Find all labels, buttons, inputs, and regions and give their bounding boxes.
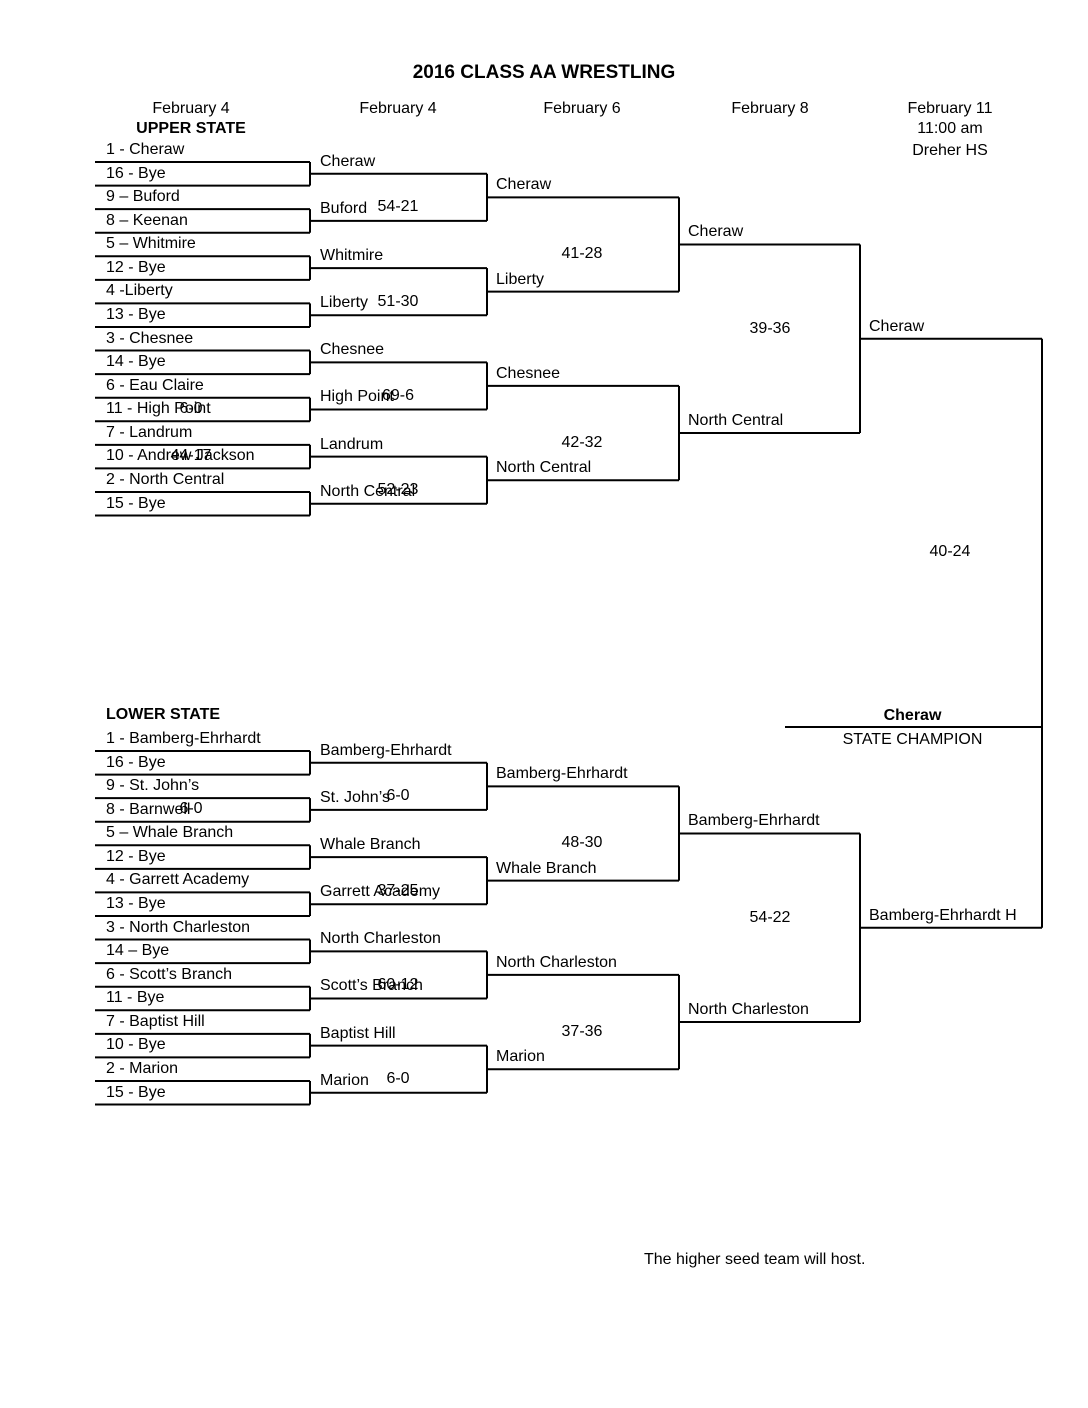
round2-winner: Garrett Academy xyxy=(320,883,441,901)
match-score: 52-23 xyxy=(377,481,419,499)
round2-winner: Liberty xyxy=(320,294,369,312)
seed-entry: 4 -Liberty xyxy=(106,282,173,300)
seed-entry: 3 - North Charleston xyxy=(106,918,251,936)
lower-state-label: LOWER STATE xyxy=(106,706,221,723)
round3-winner: North Charleston xyxy=(496,953,617,971)
round2-winner: Scott’s Branch xyxy=(320,977,423,995)
seed-entry: 13 - Bye xyxy=(106,894,166,912)
round3-winner: Cheraw xyxy=(496,176,552,194)
seed-entry: 5 – Whitmire xyxy=(106,235,196,253)
seed-entry: 11 - Bye xyxy=(106,989,165,1007)
round4-winner: North Charleston xyxy=(688,1001,809,1019)
round2-winner: North Central xyxy=(320,482,416,500)
round4-winner: Cheraw xyxy=(688,223,744,241)
round3-date: February 6 xyxy=(543,100,621,117)
final-date: February 11 xyxy=(907,100,993,117)
match-score: 54-21 xyxy=(377,198,419,216)
round3-winner: Whale Branch xyxy=(496,859,597,877)
champion-label: STATE CHAMPION xyxy=(842,731,983,748)
champion-name: Cheraw xyxy=(883,707,942,724)
match-score: 6-0 xyxy=(179,800,203,818)
seed-entry: 5 – Whale Branch xyxy=(106,824,234,842)
seed-entry: 1 - Cheraw xyxy=(106,141,185,158)
round3-winner: Bamberg-Ehrhardt xyxy=(496,765,628,783)
match-score: 37-25 xyxy=(377,881,419,899)
round2-winner: Buford xyxy=(320,199,368,217)
match-score: 51-30 xyxy=(377,292,419,310)
seed-entry: 15 - Bye xyxy=(106,1083,166,1101)
seed-entry: 13 - Bye xyxy=(106,305,166,323)
round2-winner: Bamberg-Ehrhardt xyxy=(320,741,452,759)
seed-entry: 10 - Andrew Jackson xyxy=(106,447,255,465)
seed-entry: 9 - St. John’s xyxy=(106,777,200,795)
round2-winner: High Point xyxy=(320,388,394,406)
round2-winner: Marion xyxy=(320,1071,369,1089)
round2-winner: Whale Branch xyxy=(320,836,421,854)
seed-entry: 6 - Eau Claire xyxy=(106,376,204,394)
final-time: 11:00 am xyxy=(917,120,983,137)
round3-winner: Marion xyxy=(496,1048,545,1066)
seed-entry: 7 - Landrum xyxy=(106,423,193,441)
seed-entry: 12 - Bye xyxy=(106,258,166,276)
page-title: 2016 CLASS AA WRESTLING xyxy=(412,62,676,83)
match-score: 44-17 xyxy=(170,446,212,464)
match-score: 37-36 xyxy=(561,1023,603,1041)
match-score: 69-6 xyxy=(381,386,415,404)
round2-winner: Landrum xyxy=(320,435,384,453)
round4-winner: Bamberg-Ehrhardt xyxy=(688,812,820,830)
round3-winner: Liberty xyxy=(496,270,545,288)
seed-entry: 6 - Scott’s Branch xyxy=(106,965,232,983)
seed-entry: 16 - Bye xyxy=(106,164,166,182)
round2-winner: Cheraw xyxy=(320,152,376,170)
seed-entry: 3 - Chesnee xyxy=(106,329,194,347)
round3-winner: North Central xyxy=(496,459,592,477)
seed-entry: 1 - Bamberg-Ehrhardt xyxy=(106,730,261,747)
round2-winner: North Charleston xyxy=(320,930,441,948)
seed-entry: 10 - Bye xyxy=(106,1036,166,1054)
round2-winner: Whitmire xyxy=(320,247,384,265)
match-score: 54-22 xyxy=(749,908,791,926)
match-score: 41-28 xyxy=(561,245,603,263)
seed-entry: 9 – Buford xyxy=(106,188,180,206)
semifinal-winner: Cheraw xyxy=(869,317,925,335)
round3-winner: Chesnee xyxy=(496,364,561,382)
seed-entry: 7 - Baptist Hill xyxy=(106,1012,205,1030)
seed-entry: 16 - Bye xyxy=(106,753,166,771)
seed-entry: 15 - Bye xyxy=(106,494,166,512)
seed-entry: 2 - North Central xyxy=(106,470,225,488)
match-score: 6-0 xyxy=(179,399,203,417)
semifinal-winner: Bamberg-Ehrhardt H xyxy=(869,906,1017,924)
round4-winner: North Central xyxy=(688,412,784,430)
match-score: 6-0 xyxy=(386,787,410,805)
final-site: Dreher HS xyxy=(912,142,988,159)
upper-state-label: UPPER STATE xyxy=(136,120,246,137)
round4-date: February 8 xyxy=(731,100,809,117)
seed-entry: 14 – Bye xyxy=(106,942,170,960)
host-note: The higher seed team will host. xyxy=(644,1251,866,1268)
seed-entry: 4 - Garrett Academy xyxy=(106,871,250,889)
match-score: 60-12 xyxy=(377,975,419,993)
match-score: 39-36 xyxy=(749,319,791,337)
match-score: 42-32 xyxy=(561,434,603,452)
seed-entry: 8 - Barnwell xyxy=(106,800,191,818)
round2-winner: Chesnee xyxy=(320,341,385,359)
round2-date: February 4 xyxy=(359,100,437,117)
round2-winner: Baptist Hill xyxy=(320,1024,396,1042)
seed-entry: 2 - Marion xyxy=(106,1059,179,1077)
round2-winner: St. John’s xyxy=(320,788,390,806)
final-score: 40-24 xyxy=(929,543,971,560)
seed-entry: 8 – Keenan xyxy=(106,211,188,229)
round1-date: February 4 xyxy=(152,100,230,117)
seed-entry: 12 - Bye xyxy=(106,847,166,865)
seed-entry: 14 - Bye xyxy=(106,353,166,371)
match-score: 48-30 xyxy=(561,834,603,852)
match-score: 6-0 xyxy=(386,1070,410,1088)
seed-entry: 11 - High Point xyxy=(106,400,211,418)
